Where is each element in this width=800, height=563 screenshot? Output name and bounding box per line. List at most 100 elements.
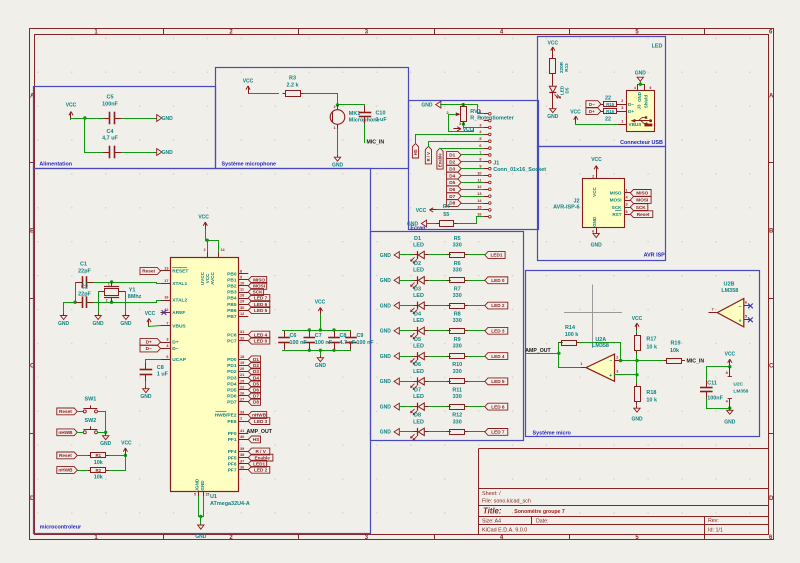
- svg-text:R13: R13: [564, 63, 569, 72]
- svg-text:LED 5: LED 5: [491, 379, 505, 384]
- svg-text:Y1: Y1: [129, 288, 136, 294]
- svg-text:PB2: PB2: [227, 284, 237, 290]
- svg-text:R / V: R / V: [426, 152, 431, 162]
- svg-text:PD3: PD3: [227, 375, 237, 381]
- svg-text:GND: GND: [380, 354, 392, 360]
- svg-text:VCC: VCC: [121, 441, 132, 447]
- svg-text:1: 1: [460, 107, 462, 111]
- svg-text:AMP_OUT: AMP_OUT: [525, 348, 551, 354]
- svg-text:37: 37: [240, 459, 244, 463]
- svg-text:UCAP: UCAP: [172, 357, 186, 363]
- svg-text:AMP_OUT: AMP_OUT: [247, 429, 273, 435]
- svg-text:3: 3: [479, 123, 481, 127]
- svg-text:PE6: PE6: [227, 419, 236, 425]
- svg-text:1: 1: [240, 417, 242, 421]
- svg-text:GND: GND: [380, 329, 392, 335]
- svg-text:VCC: VCC: [725, 351, 736, 357]
- svg-text:J2: J2: [574, 198, 580, 204]
- svg-text:AREF: AREF: [172, 310, 185, 316]
- svg-text:SW2: SW2: [85, 418, 97, 424]
- svg-text:22pF: 22pF: [78, 291, 91, 297]
- svg-text:RV1: RV1: [470, 109, 480, 115]
- svg-text:100 k: 100 k: [565, 332, 580, 338]
- svg-text:U2B: U2B: [724, 282, 735, 288]
- svg-text:MISO: MISO: [253, 278, 265, 283]
- svg-text:+: +: [609, 373, 612, 379]
- svg-text:10: 10: [240, 282, 244, 286]
- svg-text:VCC: VCC: [592, 186, 597, 196]
- svg-text:6: 6: [166, 355, 168, 359]
- svg-text:100nF: 100nF: [707, 396, 723, 402]
- svg-text:2: 2: [446, 111, 448, 115]
- svg-text:R17: R17: [646, 337, 656, 343]
- svg-text:55: 55: [443, 212, 449, 218]
- svg-text:220R: 220R: [559, 61, 564, 73]
- svg-text:330: 330: [453, 242, 462, 248]
- svg-text:1: 1: [94, 535, 98, 541]
- svg-text:Conn_01x16_Socket: Conn_01x16_Socket: [493, 167, 546, 173]
- svg-text:D2: D2: [253, 363, 259, 368]
- svg-text:GND: GND: [195, 534, 207, 540]
- svg-text:GND: GND: [162, 150, 174, 156]
- svg-text:R10: R10: [452, 362, 462, 368]
- svg-text:HS: HS: [253, 437, 260, 442]
- svg-text:LED 3: LED 3: [491, 329, 505, 334]
- svg-text:330: 330: [453, 268, 462, 274]
- svg-text:100 nF: 100 nF: [315, 340, 333, 346]
- svg-text:12: 12: [477, 185, 481, 189]
- svg-text:D4: D4: [253, 375, 259, 380]
- svg-text:Reset: Reset: [59, 453, 72, 458]
- svg-text:VCC: VCC: [632, 316, 643, 322]
- svg-text:2: 2: [621, 99, 623, 103]
- svg-text:GND: GND: [332, 163, 344, 169]
- svg-text:20: 20: [240, 367, 244, 371]
- svg-text:GND: GND: [407, 221, 419, 227]
- svg-text:LED 2: LED 2: [254, 468, 268, 473]
- svg-text:4.7 uF: 4.7 uF: [340, 340, 356, 346]
- svg-text:D2: D2: [449, 160, 455, 165]
- svg-text:PB0: PB0: [227, 271, 237, 277]
- svg-text:9: 9: [240, 275, 242, 279]
- svg-text:3: 3: [365, 535, 369, 541]
- svg-text:8Mhz: 8Mhz: [128, 294, 142, 300]
- svg-text:5: 5: [479, 137, 481, 141]
- svg-text:PF4: PF4: [228, 449, 237, 455]
- svg-text:VCC: VCC: [463, 127, 474, 133]
- svg-text:GND: GND: [591, 243, 603, 249]
- svg-text:6: 6: [769, 29, 773, 35]
- svg-text:36: 36: [240, 465, 244, 469]
- svg-text:D3: D3: [253, 369, 259, 374]
- svg-text:VCC: VCC: [198, 214, 209, 220]
- svg-text:XTAL2: XTAL2: [172, 298, 187, 304]
- svg-text:D3: D3: [414, 286, 421, 292]
- svg-text:PD2: PD2: [227, 369, 237, 375]
- svg-text:30: 30: [240, 306, 244, 310]
- svg-text:MISO: MISO: [610, 191, 622, 196]
- svg-text:10k: 10k: [94, 474, 104, 480]
- svg-text:330: 330: [453, 293, 462, 299]
- svg-text:VCC: VCC: [548, 41, 559, 47]
- svg-text:B: B: [769, 228, 774, 234]
- svg-text:17: 17: [164, 279, 168, 283]
- svg-text:D: D: [769, 496, 774, 502]
- svg-text:16: 16: [164, 296, 168, 300]
- svg-text:LED: LED: [413, 343, 424, 349]
- svg-text:4: 4: [625, 196, 628, 200]
- svg-text:R16: R16: [606, 109, 615, 114]
- svg-text:ATmega32U4-A: ATmega32U4-A: [210, 501, 250, 507]
- svg-text:R19: R19: [671, 341, 681, 347]
- svg-text:2: 2: [616, 355, 618, 359]
- svg-text:Ecran: Ecran: [410, 226, 425, 232]
- svg-text:LED: LED: [413, 242, 424, 248]
- svg-text:D1: D1: [414, 236, 421, 242]
- svg-text:LED 4: LED 4: [491, 354, 505, 359]
- svg-text:microcontroleur: microcontroleur: [40, 525, 82, 531]
- svg-text:6: 6: [769, 535, 773, 541]
- svg-text:SCK: SCK: [636, 205, 647, 210]
- svg-text:D6: D6: [414, 362, 421, 368]
- svg-text:1: 1: [621, 120, 623, 124]
- svg-text:3: 3: [621, 106, 623, 110]
- svg-text:GND: GND: [380, 404, 392, 410]
- svg-text:25: 25: [240, 379, 244, 383]
- svg-text:4: 4: [726, 400, 729, 404]
